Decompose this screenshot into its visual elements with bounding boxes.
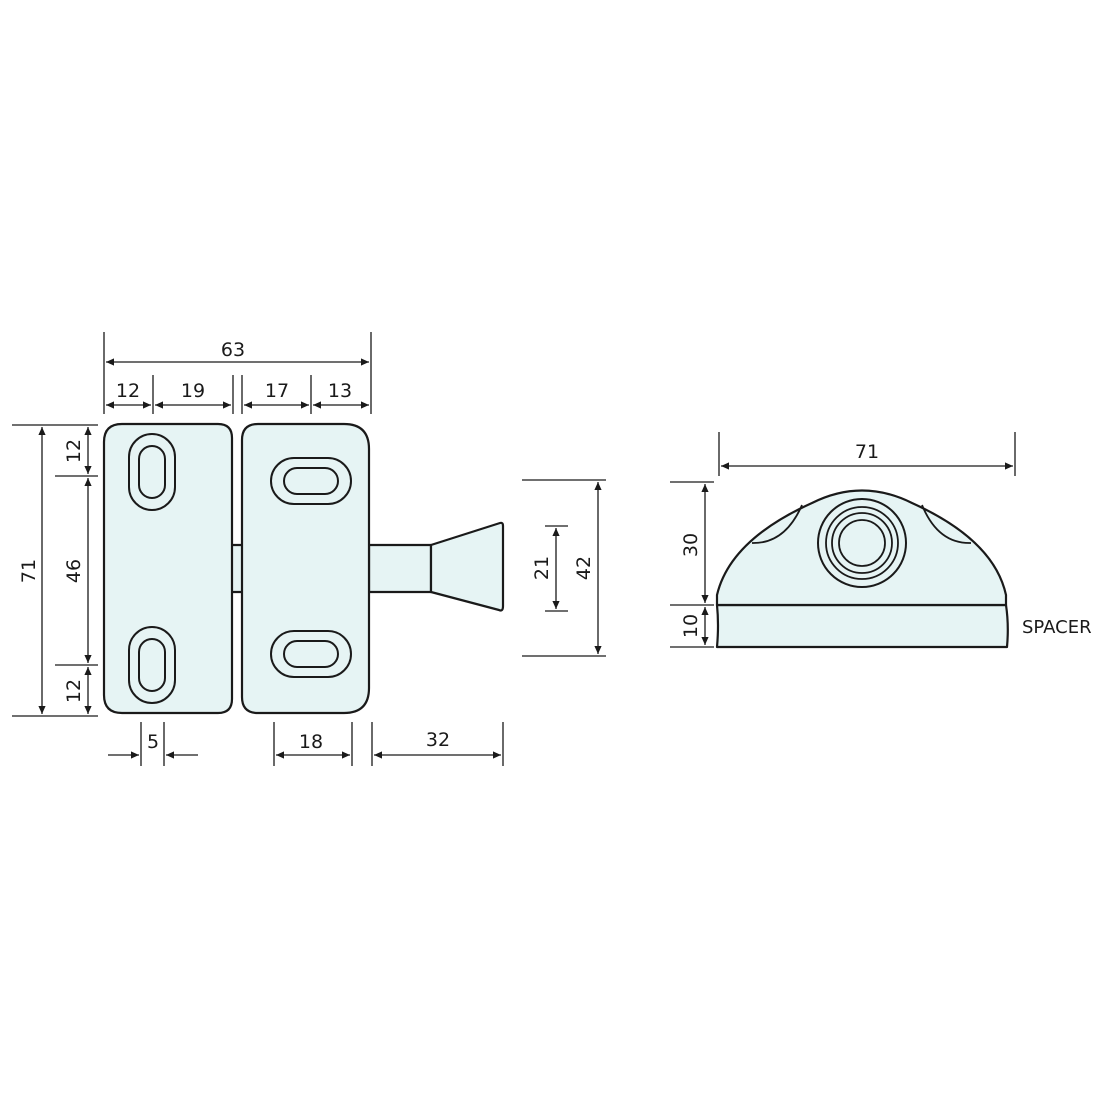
dim-spacer-height: 10 [680, 614, 702, 638]
plunger-dimensions: 21 42 [522, 479, 606, 657]
dim-hole-spacing: 46 [63, 559, 85, 583]
dim-overall-width: 63 [221, 339, 245, 361]
left-recess [751, 504, 803, 544]
side-height-dimensions: 30 10 [670, 481, 714, 648]
side-view: 71 30 10 SPACER [670, 432, 1092, 649]
dim-slot-width: 5 [147, 731, 159, 753]
dim-bottom-hole-offset: 12 [63, 679, 85, 703]
dim-plunger-length: 32 [426, 729, 450, 751]
side-width-dimension: 71 [718, 432, 1016, 476]
bottom-slot [128, 626, 176, 704]
top-slot [128, 433, 176, 511]
dim-overall-height: 71 [18, 559, 40, 583]
right-recess [921, 504, 972, 544]
dim-right-hole-offset: 17 [265, 380, 289, 402]
bottom-dimensions: 5 18 32 [108, 722, 504, 766]
dim-side-width: 71 [855, 441, 879, 463]
dim-plunger-head: 21 [531, 556, 553, 580]
dim-right-slot-length: 18 [299, 731, 323, 753]
dim-top-hole-offset: 12 [63, 439, 85, 463]
top-dimensions: 63 12 19 17 13 [103, 332, 372, 414]
dim-body-height: 30 [680, 533, 702, 557]
dim-keeper-height: 42 [573, 556, 595, 580]
lower-slot [270, 630, 352, 678]
latch-body-plate [240, 422, 371, 715]
dim-left-hole-offset: 12 [116, 380, 140, 402]
upper-slot [270, 457, 352, 505]
front-view: 63 12 19 17 13 71 12 46 12 [12, 332, 606, 766]
left-mounting-plate [102, 422, 234, 715]
left-dimensions: 71 12 46 12 [12, 424, 98, 717]
dim-left-remainder: 19 [181, 380, 205, 402]
plunger [367, 521, 505, 612]
spacer-label: SPACER [1022, 617, 1092, 638]
center-boss [817, 498, 907, 588]
spacer [715, 603, 1009, 649]
dim-right-remainder: 13 [328, 380, 352, 402]
